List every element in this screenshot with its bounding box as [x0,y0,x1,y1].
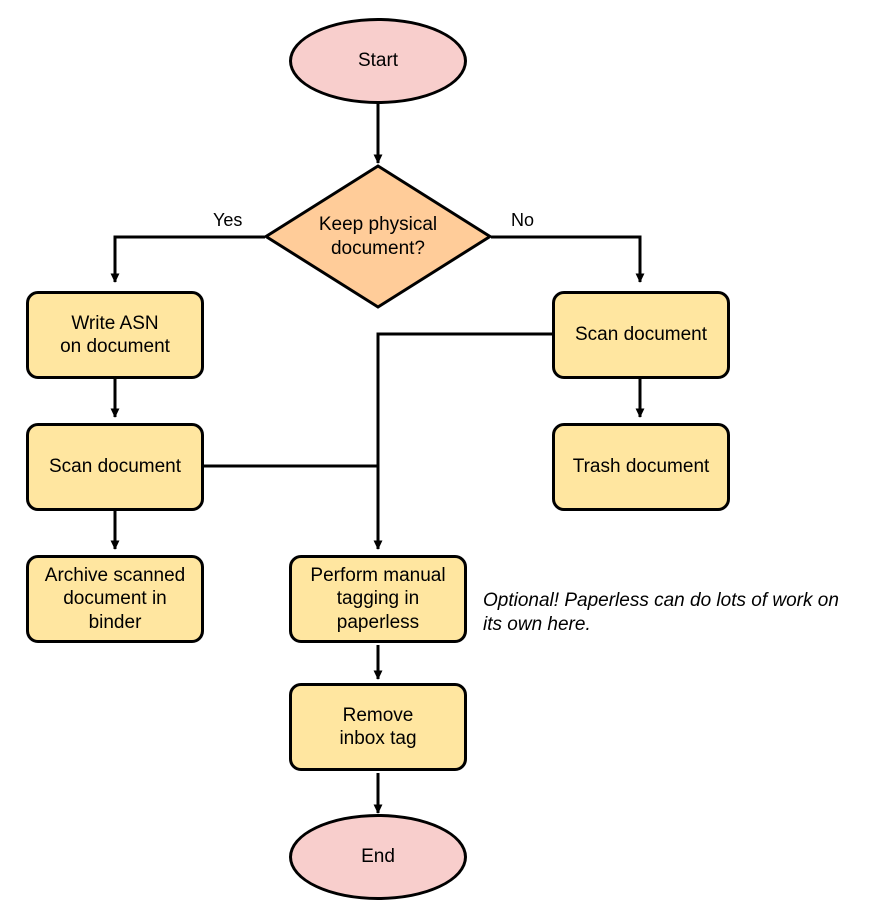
node-trash-document[interactable]: Trash document [552,423,730,511]
node-end-label: End [361,846,395,868]
edge-scan-right-to-tagging [373,332,552,550]
node-archive-label: Archive scanned document in binder [44,565,186,633]
node-write-asn-label: Write ASN on document [60,312,170,357]
node-perform-manual-tagging[interactable]: Perform manual tagging in paperless [289,555,467,643]
node-write-asn-on-document[interactable]: Write ASN on document [26,291,204,379]
annotation-optional-note: Optional! Paperless can do lots of work … [483,590,839,636]
node-trash-document-label: Trash document [572,456,710,478]
decision-diamond-shape [263,164,493,309]
node-start-label: Start [357,50,399,72]
edge-label-no: No [508,210,538,231]
node-scan-document-left[interactable]: Scan document [26,423,204,511]
edge-decision-no-to-scan-right [491,235,645,283]
node-remove-inbox-tag[interactable]: Remove inbox tag [289,683,467,771]
edge-decision-yes-to-write-asn [110,235,265,283]
node-end[interactable]: End [289,814,467,900]
node-tagging-label: Perform manual tagging in paperless [310,565,446,633]
edge-label-yes: Yes [210,210,246,231]
node-scan-document-right-label: Scan document [574,324,708,346]
node-start[interactable]: Start [289,18,467,104]
node-scan-document-right[interactable]: Scan document [552,291,730,379]
node-scan-document-left-label: Scan document [48,456,182,478]
node-remove-inbox-label: Remove inbox tag [339,704,417,749]
node-archive-scanned-document[interactable]: Archive scanned document in binder [26,555,204,643]
node-decision-keep-physical-document[interactable]: Keep physical document? [263,164,493,309]
